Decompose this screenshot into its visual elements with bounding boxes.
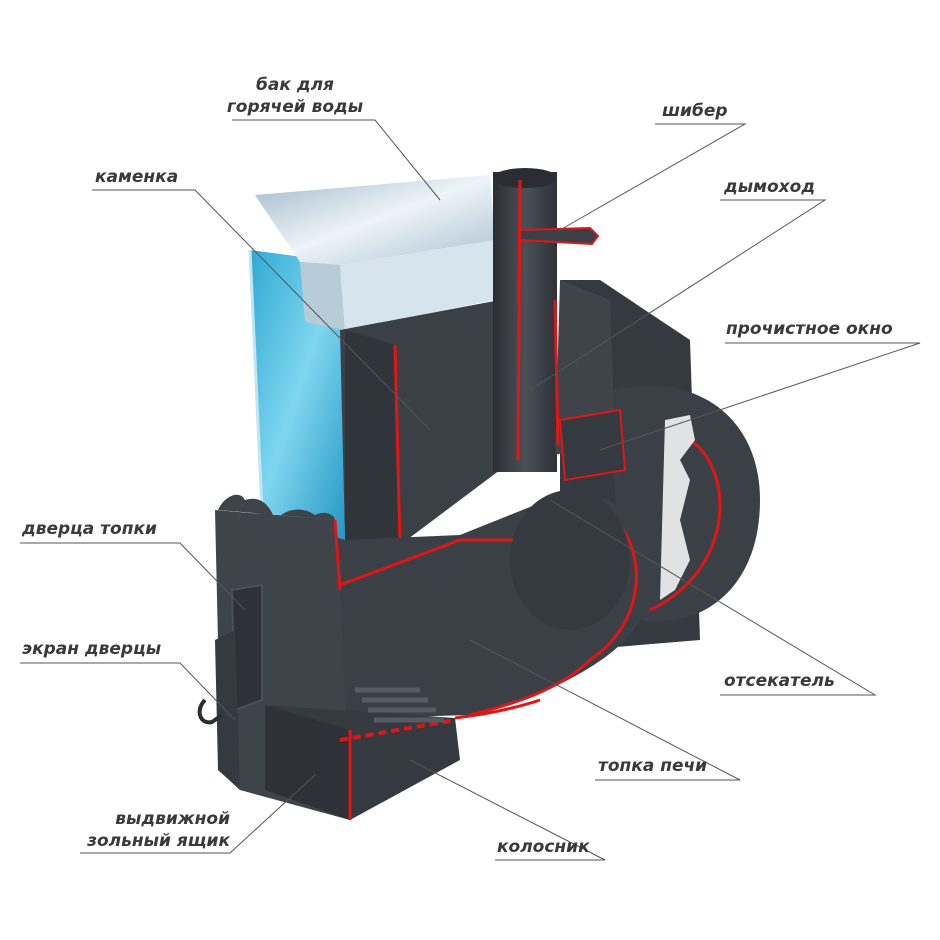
label-cleaning-window: прочистное окно xyxy=(726,319,893,339)
label-damper: шибер xyxy=(662,101,728,121)
leader-hot-water-tank xyxy=(232,119,441,201)
damper-plate xyxy=(519,226,600,246)
tank-lid-top xyxy=(340,240,495,330)
leader-grate xyxy=(409,759,606,861)
front-plate-cut xyxy=(333,519,342,591)
leader-heater-stones xyxy=(92,189,431,431)
side-drum xyxy=(610,385,760,622)
flue-box xyxy=(555,280,615,455)
front-ornament xyxy=(218,494,335,520)
flange-ornament xyxy=(660,415,695,600)
label-firebox-door: дверца топки xyxy=(22,519,157,539)
label-hot-water-tank: бак для горячей воды xyxy=(226,75,364,117)
door-screen xyxy=(215,630,240,790)
leader-ash-drawer xyxy=(80,774,316,854)
leader-chimney xyxy=(529,199,827,391)
label-chimney: дымоход xyxy=(724,177,816,197)
drum-cut-edge xyxy=(649,438,722,612)
water-tank-edge xyxy=(248,249,264,511)
leader-cutter xyxy=(549,499,877,696)
heater-cut xyxy=(393,344,402,546)
leader-lines xyxy=(20,119,921,861)
chimney-pipe xyxy=(493,172,557,472)
label-ash-drawer: выдвижной зольный ящик xyxy=(87,809,230,851)
leader-damper xyxy=(559,123,747,231)
firebox-round-cut xyxy=(469,503,638,717)
chimney-cut xyxy=(516,179,522,461)
leader-firebox xyxy=(469,639,741,781)
label-cutter: отсекатель xyxy=(724,671,835,691)
leader-cleaning-window xyxy=(599,342,921,451)
chimney-top xyxy=(493,168,557,188)
heater-front xyxy=(345,330,400,545)
tank-lid-front xyxy=(300,262,345,330)
cutter-disc xyxy=(510,490,630,630)
door-handle xyxy=(197,698,224,725)
label-grate: колосник xyxy=(497,837,590,857)
grate xyxy=(339,718,456,742)
leader-firebox-door xyxy=(20,542,246,611)
label-door-screen: экран дверцы xyxy=(22,639,162,659)
cleaning-window xyxy=(558,408,627,482)
ash-drawer-front xyxy=(265,705,350,820)
label-firebox: топка печи xyxy=(598,756,708,776)
firebox-bottom-cut xyxy=(454,698,541,720)
label-heater-stones: каменка xyxy=(95,167,179,187)
grate-bars xyxy=(355,687,444,723)
leader-door-screen xyxy=(20,662,236,721)
tank-lid xyxy=(255,175,495,265)
